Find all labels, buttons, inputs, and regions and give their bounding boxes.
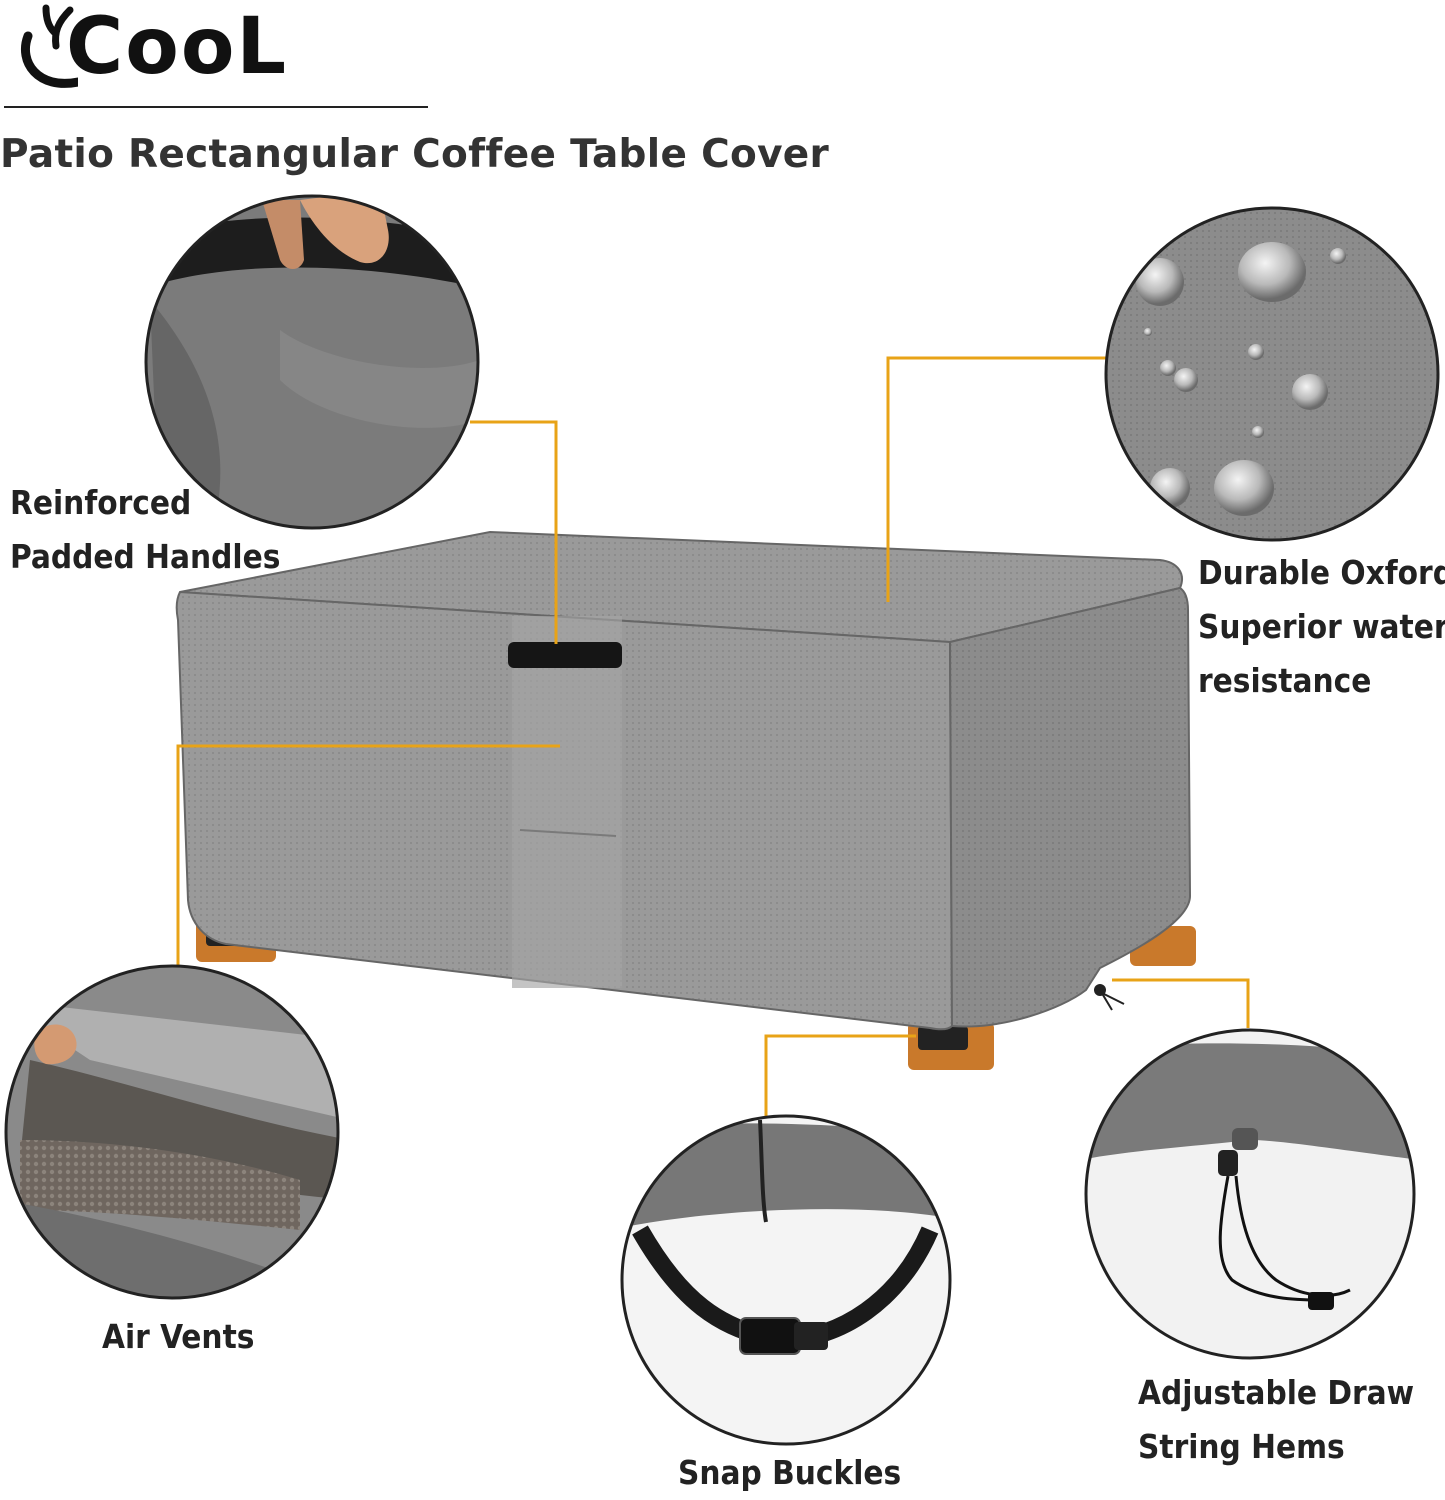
callout-lines [176, 356, 1250, 1116]
feature-label-hems-line2: String Hems [1138, 1427, 1345, 1466]
feature-label-fabric-line3: resistance [1198, 661, 1372, 700]
feature-label-fabric: Durable Oxford Superior water resistance [1198, 546, 1445, 708]
logo-divider [4, 106, 428, 108]
brand-logo: CooL [18, 2, 286, 102]
feature-label-vents: Air Vents [102, 1317, 255, 1356]
detail-air-vents [6, 966, 338, 1298]
feature-label-hems-line1: Adjustable Draw [1138, 1373, 1415, 1412]
detail-water-resistance [1106, 208, 1438, 540]
cover-handle [508, 642, 622, 668]
feature-label-handles-line2: Padded Handles [10, 537, 281, 576]
table-cover [175, 530, 1196, 1070]
leaf-sprout-icon [20, 4, 78, 88]
brand-logo-text: CooL [66, 2, 289, 92]
feature-label-handles-line1: Reinforced [10, 483, 192, 522]
page-title: Patio Rectangular Coffee Table Cover [0, 132, 830, 177]
feature-label-hems: Adjustable Draw String Hems [1138, 1366, 1414, 1474]
feature-label-buckles: Snap Buckles [678, 1453, 902, 1492]
feature-label-fabric-line2: Superior water [1198, 607, 1445, 646]
detail-drawstring-hems [1086, 1030, 1414, 1358]
detail-snap-buckles [622, 1116, 950, 1444]
feature-label-handles: Reinforced Padded Handles [10, 476, 280, 584]
feature-label-fabric-line1: Durable Oxford [1198, 553, 1445, 592]
